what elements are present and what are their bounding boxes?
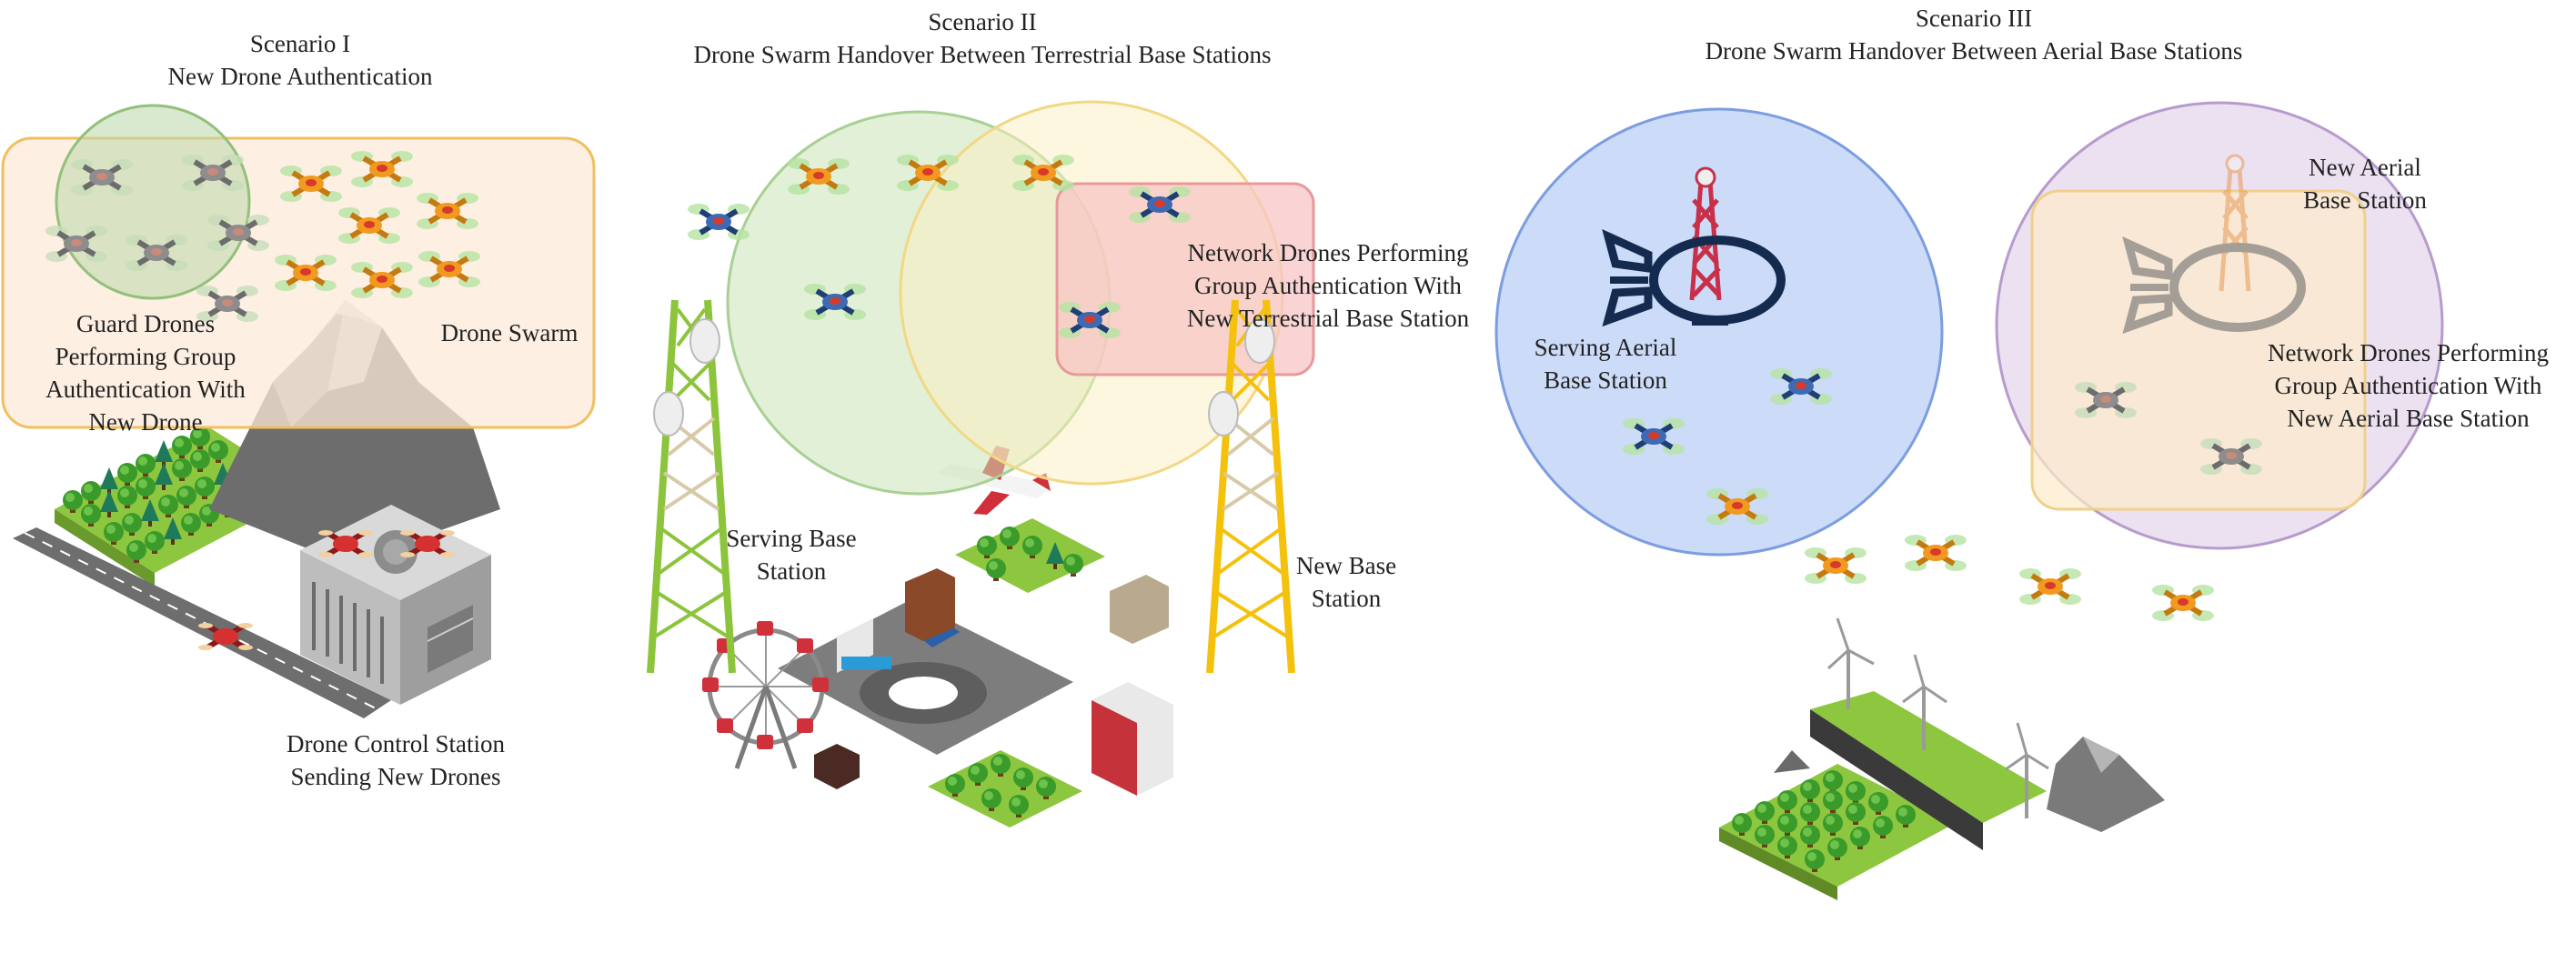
aerial-network-label: Network Drones Performing Group Authenti… xyxy=(2247,336,2570,435)
scenario2-title-line1: Scenario II xyxy=(928,8,1037,35)
scenario2-title-line2: Drone Swarm Handover Between Terrestrial… xyxy=(693,41,1272,68)
terrestrial-network-line2: Group Authentication With xyxy=(1194,272,1462,299)
scenario1-title-line2: New Drone Authentication xyxy=(167,63,433,90)
control-label-line2: Sending New Drones xyxy=(290,763,501,790)
guard-drones-label: Guard Drones Performing Group Authentica… xyxy=(18,307,273,438)
serving-aerial-coverage-circle xyxy=(1494,107,1944,557)
new-label-line2: Station xyxy=(1311,585,1382,612)
ferris-wheel xyxy=(702,621,829,769)
scenario1-title: Scenario I New Drone Authentication xyxy=(136,27,464,93)
guard-label-line1: Guard Drones xyxy=(75,310,216,337)
serving-aerial-line1: Serving Aerial xyxy=(1534,334,1677,361)
control-station-label: Drone Control Station Sending New Drones xyxy=(246,727,546,793)
new-base-station-tower xyxy=(1206,299,1295,674)
city-buildings xyxy=(814,568,1173,796)
control-label-line1: Drone Control Station xyxy=(287,730,505,757)
scenario3-title-line2: Drone Swarm Handover Between Aerial Base… xyxy=(1705,37,2243,65)
guard-label-line2: Performing Group xyxy=(55,343,236,370)
new-aerial-line1: New Aerial xyxy=(2309,154,2421,181)
guard-drones-circle xyxy=(55,104,251,300)
scenario-1 xyxy=(1,104,596,718)
serving-label-line2: Station xyxy=(756,557,827,585)
terrestrial-network-label: Network Drones Performing Group Authenti… xyxy=(1155,236,1501,335)
serving-aerial-line2: Base Station xyxy=(1544,366,1667,394)
landscape-3 xyxy=(1719,691,2165,900)
scenario1-title-line1: Scenario I xyxy=(249,30,351,57)
new-aerial-base-station-label: New Aerial Base Station xyxy=(2265,151,2465,216)
scenario2-title: Scenario II Drone Swarm Handover Between… xyxy=(637,5,1328,71)
scenario-3 xyxy=(1494,101,2444,900)
serving-base-station-label: Serving Base Station xyxy=(700,522,882,587)
aerial-network-drones-box xyxy=(2030,189,2367,511)
control-building xyxy=(300,505,491,705)
swarm-label-text: Drone Swarm xyxy=(440,319,579,346)
wind-turbines xyxy=(1826,617,2049,818)
city-park xyxy=(928,518,1105,828)
new-base-station-label: New Base Station xyxy=(1255,549,1437,615)
aerial-network-line3: New Aerial Base Station xyxy=(2287,405,2530,432)
new-aerial-line2: Base Station xyxy=(2303,186,2427,214)
city-roundabout xyxy=(778,600,1073,755)
guard-label-line3: Authentication With xyxy=(45,376,246,403)
scenario3-title: Scenario III Drone Swarm Handover Betwee… xyxy=(1637,2,2310,67)
scenario3-title-line1: Scenario III xyxy=(1915,5,2033,32)
guard-label-line4: New Drone xyxy=(88,408,203,436)
aerial-network-line1: Network Drones Performing xyxy=(2268,339,2549,366)
serving-aerial-base-station-label: Serving Aerial Base Station xyxy=(1510,331,1701,396)
terrestrial-network-line1: Network Drones Performing xyxy=(1187,239,1469,266)
serving-label-line1: Serving Base xyxy=(726,525,857,552)
road-1 xyxy=(13,527,391,718)
drone-swarm-label: Drone Swarm xyxy=(418,316,600,349)
terrestrial-network-line3: New Terrestrial Base Station xyxy=(1186,305,1470,332)
new-aerial-blimp xyxy=(2122,154,2306,335)
serving-aerial-blimp xyxy=(1602,166,1786,327)
scenario-2 xyxy=(647,100,1315,828)
aerial-network-line2: Group Authentication With xyxy=(2274,372,2542,399)
serving-base-station-tower xyxy=(647,299,736,674)
new-label-line1: New Base xyxy=(1295,552,1397,579)
